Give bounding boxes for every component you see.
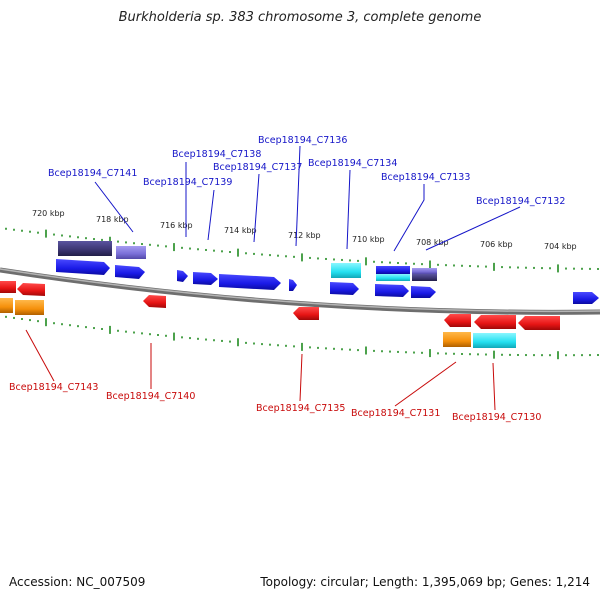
- gene-label-c7137[interactable]: Bcep18194_C7137: [213, 162, 302, 173]
- scale-track-bottom: [5, 315, 599, 360]
- leader-line: [207, 189, 215, 241]
- cds-reverse-arrow[interactable]: [17, 283, 45, 296]
- cds-forward-arrow[interactable]: [193, 272, 218, 285]
- gene-label-c7133[interactable]: Bcep18194_C7133: [381, 172, 470, 183]
- cds-reverse-arrow[interactable]: [518, 316, 560, 330]
- leader-line: [394, 361, 457, 407]
- feature-orange[interactable]: [443, 332, 471, 347]
- cds-reverse-arrow[interactable]: [143, 295, 166, 308]
- scale-label-712: 712 kbp: [288, 231, 321, 240]
- feature-cyan[interactable]: [331, 263, 361, 278]
- cds-forward-arrow[interactable]: [411, 286, 436, 298]
- cds-reverse-arrow[interactable]: [0, 281, 16, 293]
- gene-label-c7140[interactable]: Bcep18194_C7140: [106, 391, 195, 402]
- cds-track-forward: [56, 259, 599, 304]
- feature-orange[interactable]: [15, 300, 44, 315]
- feature-track-outer: [58, 241, 437, 281]
- cds-forward-arrow[interactable]: [115, 265, 145, 279]
- scale-label-704: 704 kbp: [544, 242, 577, 251]
- leader-line: [25, 329, 55, 382]
- cds-forward-arrow[interactable]: [573, 292, 599, 304]
- gene-label-c7136[interactable]: Bcep18194_C7136: [258, 135, 347, 146]
- gene-label-c7135[interactable]: Bcep18194_C7135: [256, 403, 345, 414]
- cds-reverse-arrow[interactable]: [474, 315, 516, 329]
- gene-labels-top: Bcep18194_C7141 Bcep18194_C7138 Bcep1819…: [48, 135, 565, 207]
- scale-label-708: 708 kbp: [416, 238, 449, 247]
- feature-dark[interactable]: [58, 241, 112, 256]
- chromosome-backbone-highlight: [0, 268, 600, 313]
- feature-light[interactable]: [412, 268, 437, 274]
- feature-track-inner: [0, 298, 516, 348]
- cds-forward-arrow[interactable]: [219, 274, 281, 290]
- cds-reverse-arrow[interactable]: [444, 314, 471, 327]
- leader-line: [425, 206, 521, 251]
- gene-label-c7131[interactable]: Bcep18194_C7131: [351, 408, 440, 419]
- chromosome-backbone: [0, 267, 600, 315]
- gene-labels-bottom: Bcep18194_C7143 Bcep18194_C7140 Bcep1819…: [9, 382, 541, 423]
- accession-text: Accession: NC_007509: [9, 575, 146, 589]
- leader-line: [393, 184, 425, 252]
- gene-label-c7138[interactable]: Bcep18194_C7138: [172, 149, 261, 160]
- scale-label-716: 716 kbp: [160, 221, 193, 230]
- cds-track-reverse: [0, 281, 560, 330]
- scale-track-top: [5, 227, 599, 273]
- scale-label-710: 710 kbp: [352, 235, 385, 244]
- scale-label-706: 706 kbp: [480, 240, 513, 249]
- feature-dark[interactable]: [412, 274, 437, 281]
- scale-label-714: 714 kbp: [224, 226, 257, 235]
- genome-summary-text: Topology: circular; Length: 1,395,069 bp…: [260, 575, 590, 589]
- cds-forward-arrow[interactable]: [330, 282, 359, 295]
- leader-line: [295, 145, 301, 247]
- scale-label-720: 720 kbp: [32, 209, 65, 218]
- gene-label-c7141[interactable]: Bcep18194_C7141: [48, 168, 137, 179]
- feature-cyan[interactable]: [376, 274, 410, 281]
- cds-reverse-arrow[interactable]: [293, 307, 319, 320]
- cds-forward-arrow[interactable]: [177, 270, 188, 282]
- feature-cyan[interactable]: [473, 333, 516, 348]
- leader-lines-top: [94, 145, 521, 252]
- scale-label-718: 718 kbp: [96, 215, 129, 224]
- cds-forward-arrow[interactable]: [56, 259, 110, 275]
- gene-label-c7139[interactable]: Bcep18194_C7139: [143, 177, 232, 188]
- scale-labels: 720 kbp 718 kbp 716 kbp 714 kbp 712 kbp …: [32, 209, 577, 251]
- feature-light[interactable]: [116, 246, 146, 259]
- leader-lines-bottom: [25, 329, 496, 411]
- cds-forward-arrow[interactable]: [289, 279, 297, 291]
- leader-line: [253, 173, 260, 243]
- gene-label-c7134[interactable]: Bcep18194_C7134: [308, 158, 397, 169]
- feature-orange[interactable]: [0, 298, 13, 313]
- leader-line: [492, 362, 496, 411]
- leader-line: [94, 181, 134, 233]
- gene-label-c7143[interactable]: Bcep18194_C7143: [9, 382, 98, 393]
- feature-blue[interactable]: [376, 266, 410, 274]
- gene-label-c7130[interactable]: Bcep18194_C7130: [452, 412, 541, 423]
- gene-label-c7132[interactable]: Bcep18194_C7132: [476, 196, 565, 207]
- map-title: Burkholderia sp. 383 chromosome 3, compl…: [118, 10, 482, 25]
- leader-line: [299, 353, 303, 402]
- cds-forward-arrow[interactable]: [375, 284, 409, 297]
- leader-line: [346, 169, 351, 250]
